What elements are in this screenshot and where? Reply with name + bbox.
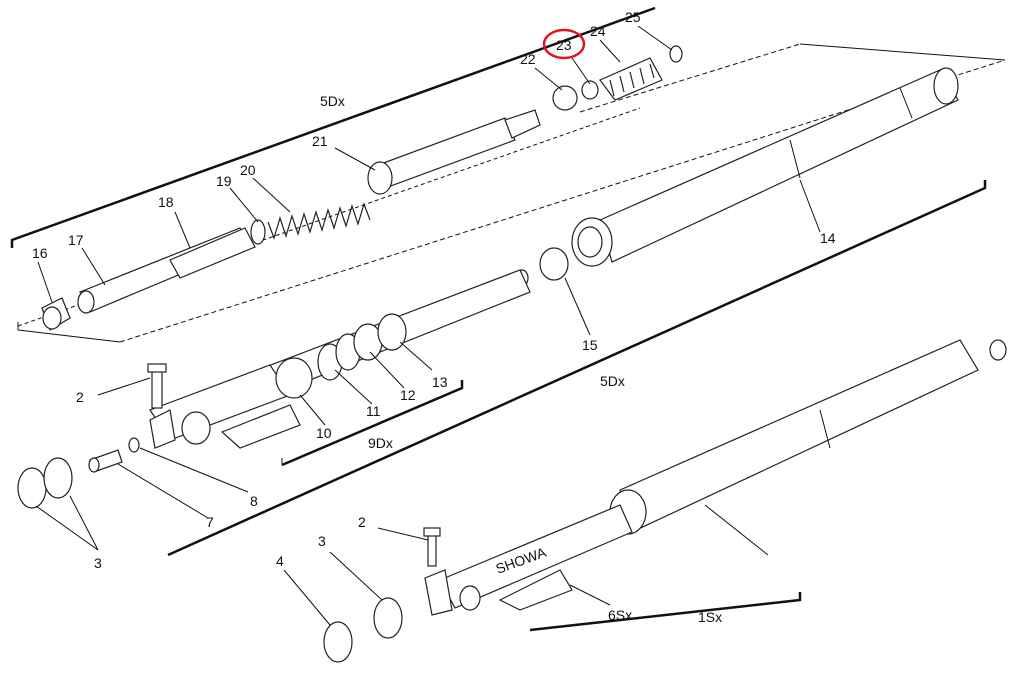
label-25: 25: [625, 9, 641, 25]
leader-lines: [35, 25, 821, 626]
slider-assembly-9dx: [149, 269, 531, 449]
hose-clamp-4: [323, 621, 353, 663]
bracket-1sx: [529, 592, 802, 632]
label-5dx-top: 5Dx: [320, 93, 345, 109]
label-19: 19: [216, 173, 232, 189]
label-10: 10: [316, 425, 332, 441]
damper-rod-assembly: [41, 45, 683, 331]
bushing-15: [539, 247, 569, 281]
label-6sx: 6Sx: [608, 607, 632, 623]
label-13: 13: [432, 374, 448, 390]
label-15: 15: [582, 337, 598, 353]
label-20: 20: [240, 162, 256, 178]
label-23: 23: [556, 37, 572, 53]
highlight-circle: [542, 28, 586, 60]
bolt-2-lower: [423, 527, 441, 567]
spring-20: [267, 202, 371, 240]
part-labels: 5Dx 16 17 18 19 20 21 22 23 24 25 14 15 …: [32, 9, 836, 625]
label-9dx: 9Dx: [368, 435, 393, 451]
label-7: 7: [206, 514, 214, 530]
label-24: 24: [590, 23, 606, 39]
label-1sx: 1Sx: [698, 609, 722, 625]
complete-fork-1sx: SHOWA: [424, 339, 1007, 616]
label-2-upper: 2: [76, 389, 84, 405]
bolt-2-upper: [147, 363, 167, 409]
label-3-left: 3: [94, 555, 102, 571]
upper-group-frame: [10, 6, 656, 343]
label-5dx-mid: 5Dx: [600, 373, 625, 389]
label-18: 18: [158, 194, 174, 210]
label-2-lower: 2: [358, 514, 366, 530]
label-16: 16: [32, 245, 48, 261]
label-8: 8: [250, 493, 258, 509]
bracket-9dx: [281, 380, 464, 467]
hose-clamps-3: [17, 457, 403, 639]
label-4: 4: [276, 553, 284, 569]
label-11: 11: [366, 403, 381, 419]
mid-group-frame: [119, 43, 1006, 557]
label-14: 14: [820, 230, 836, 246]
washer-8: [128, 437, 140, 453]
screw-7: [88, 449, 123, 473]
label-3-mid: 3: [318, 533, 326, 549]
label-17: 17: [68, 232, 84, 248]
label-22: 22: [520, 51, 536, 67]
label-12: 12: [400, 387, 416, 403]
stanchion-tube-14: [571, 67, 959, 267]
label-21: 21: [312, 133, 328, 149]
